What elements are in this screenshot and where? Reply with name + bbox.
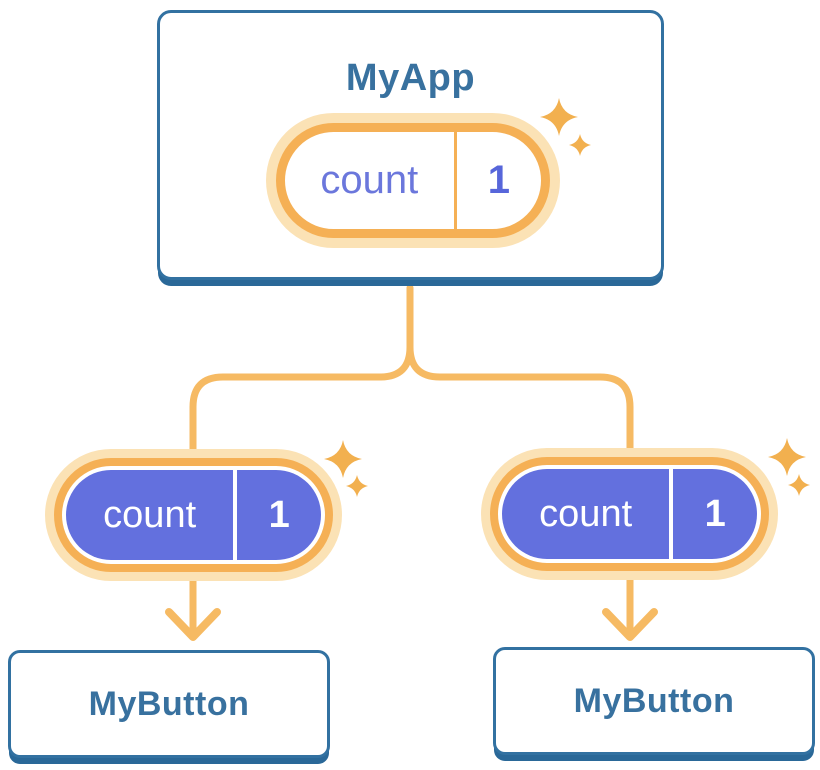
component-label: MyButton: [573, 681, 735, 720]
state-pill-root: count 1: [266, 113, 560, 248]
branch-line-left: [189, 284, 414, 464]
prop-value: 1: [268, 493, 290, 536]
prop-value: 1: [704, 492, 726, 535]
component-card-myapp: MyApp count 1: [157, 10, 664, 280]
pill-divider: [453, 132, 457, 229]
component-card-mybutton-right: MyButton: [493, 647, 815, 755]
pill-divider: [669, 469, 674, 559]
component-label: MyButton: [88, 684, 250, 723]
sparkle-icon: [768, 438, 806, 476]
prop-pill-right: count 1: [481, 448, 778, 580]
state-value: 1: [487, 158, 510, 202]
component-card-mybutton-left: MyButton: [8, 650, 330, 758]
prop-pill-body: count 1: [502, 469, 757, 559]
prop-pill-left: count 1: [45, 449, 342, 581]
prop-name: count: [539, 492, 633, 535]
state-pill-body: count 1: [276, 123, 550, 238]
state-name: count: [320, 158, 419, 202]
prop-pill-ring: count 1: [490, 457, 769, 571]
arrow-head-left: [165, 608, 221, 641]
component-label: MyApp: [345, 57, 476, 99]
pill-divider: [233, 470, 238, 560]
prop-pill-ring: count 1: [54, 458, 333, 572]
arrow-head-right: [602, 608, 658, 641]
sparkle-icon: [346, 475, 368, 497]
prop-name: count: [103, 493, 197, 536]
sparkle-icon: [324, 440, 362, 478]
sparkle-icon: [788, 474, 810, 496]
branch-line-right: [406, 284, 634, 464]
prop-pill-body: count 1: [66, 470, 321, 560]
